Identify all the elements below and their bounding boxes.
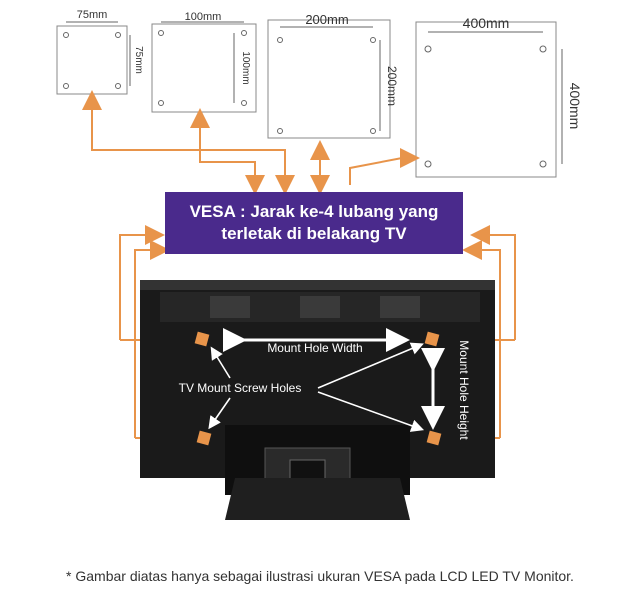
vesa-200-width-label: 200mm bbox=[305, 12, 348, 27]
vesa-75-height-label: 75mm bbox=[133, 46, 144, 74]
vesa-400-square bbox=[416, 22, 562, 177]
vesa-200-square bbox=[268, 20, 390, 138]
vesa-400-width-label: 400mm bbox=[463, 15, 510, 31]
tv-back bbox=[140, 280, 495, 520]
vesa-75-width-label: 75mm bbox=[77, 9, 108, 21]
vesa-75-square bbox=[57, 22, 130, 94]
banner-line-1: VESA : Jarak ke-4 lubang yang bbox=[190, 201, 439, 223]
vesa-banner: VESA : Jarak ke-4 lubang yang terletak d… bbox=[165, 192, 463, 254]
mount-hole-height-label: Mount Hole Height bbox=[457, 340, 471, 440]
caption-note: * Gambar diatas hanya sebagai ilustrasi … bbox=[8, 568, 632, 584]
vesa-200-height-label: 200mm bbox=[385, 66, 399, 106]
vesa-400-height-label: 400mm bbox=[567, 83, 583, 130]
vesa-100-width-label: 100mm bbox=[185, 11, 222, 23]
mount-hole-width-label: Mount Hole Width bbox=[267, 341, 362, 355]
tv-mount-screw-holes-label: TV Mount Screw Holes bbox=[179, 381, 302, 395]
banner-line-2: terletak di belakang TV bbox=[221, 223, 406, 245]
vesa-100-height-label: 100mm bbox=[240, 51, 251, 84]
